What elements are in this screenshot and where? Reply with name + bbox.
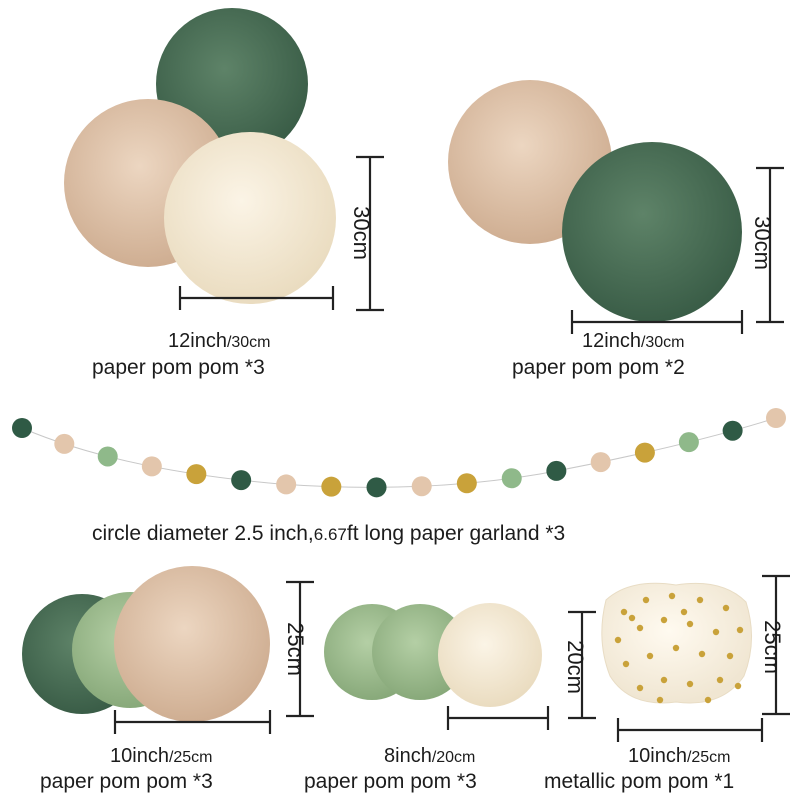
size-cm: /30cm bbox=[226, 334, 271, 351]
garland-circle bbox=[366, 477, 387, 498]
garland-circle bbox=[546, 460, 567, 481]
size-cm: /30cm bbox=[640, 334, 685, 351]
gold-dot bbox=[696, 596, 704, 604]
size-inch: 12inch bbox=[582, 330, 641, 352]
garland-circle bbox=[456, 473, 477, 494]
top-left-size-label: 12inch/30cm bbox=[168, 330, 271, 353]
gold-dot bbox=[646, 652, 654, 660]
garland-circle bbox=[411, 476, 432, 497]
size-inch: 10inch bbox=[628, 745, 687, 767]
pom-pom-group-bottom-middle bbox=[324, 603, 596, 730]
garland-circle bbox=[141, 456, 162, 477]
pom-pom-cream bbox=[438, 603, 542, 707]
gold-dot bbox=[672, 644, 680, 652]
gold-dot bbox=[620, 608, 628, 616]
bottom-middle-caption: paper pom pom *3 bbox=[304, 770, 477, 793]
dimension-lines bbox=[113, 580, 314, 734]
size-cm: /20cm bbox=[431, 749, 476, 766]
top-right-size-label: 12inch/30cm bbox=[582, 330, 685, 353]
size-inch: 12inch bbox=[168, 330, 227, 352]
garland-circle bbox=[97, 446, 118, 467]
gold-dot bbox=[736, 626, 744, 634]
garland-circle bbox=[722, 420, 743, 441]
bottom-left-caption: paper pom pom *3 bbox=[40, 770, 213, 793]
garland-circle bbox=[501, 468, 522, 489]
dimension-lines bbox=[570, 166, 784, 334]
dimension-lines bbox=[446, 610, 596, 730]
bottom-right-size-label: 10inch/25cm bbox=[628, 745, 731, 768]
pom-pom-group-bottom-right bbox=[601, 574, 790, 742]
gold-dot bbox=[660, 616, 668, 624]
garland-caption-rest: ft long paper garland *3 bbox=[346, 522, 566, 545]
pom-pom-group-top-right bbox=[448, 80, 784, 334]
size-inch: 10inch bbox=[110, 745, 169, 767]
gold-dot bbox=[660, 676, 668, 684]
pom-pom-group-top-left bbox=[64, 8, 384, 312]
top-right-caption: paper pom pom *2 bbox=[512, 356, 685, 379]
top-right-height-label: 30cm bbox=[749, 216, 775, 270]
gold-dot bbox=[734, 682, 742, 690]
garland-string bbox=[21, 417, 777, 488]
garland-circle bbox=[678, 432, 699, 453]
gold-dot bbox=[686, 620, 694, 628]
gold-dot bbox=[712, 628, 720, 636]
garland-circle bbox=[766, 408, 786, 428]
gold-dot bbox=[686, 680, 694, 688]
size-cm: /25cm bbox=[168, 749, 213, 766]
gold-dot bbox=[722, 604, 730, 612]
circle-garland bbox=[12, 408, 786, 498]
bottom-middle-height-label: 20cm bbox=[562, 640, 588, 694]
gold-dot bbox=[680, 608, 688, 616]
dimension-lines bbox=[616, 574, 790, 742]
bottom-middle-size-label: 8inch/20cm bbox=[384, 745, 475, 768]
gold-dot bbox=[636, 684, 644, 692]
garland-circle bbox=[276, 474, 297, 495]
bottom-left-size-label: 10inch/25cm bbox=[110, 745, 213, 768]
bottom-left-height-label: 25cm bbox=[282, 622, 308, 676]
garland-circle bbox=[12, 418, 32, 438]
garland-caption-main: circle diameter 2.5 inch, bbox=[92, 522, 314, 545]
pom-pom-dark-green bbox=[562, 142, 742, 322]
gold-dot bbox=[656, 696, 664, 704]
garland-circle bbox=[634, 442, 655, 463]
top-left-caption: paper pom pom *3 bbox=[92, 356, 265, 379]
gold-dot bbox=[628, 614, 636, 622]
garland-circle bbox=[321, 476, 342, 497]
pom-pom-tan bbox=[114, 566, 270, 722]
gold-dot bbox=[622, 660, 630, 668]
garland-caption-length: 6.67 bbox=[313, 525, 347, 544]
garland-caption: circle diameter 2.5 inch,6.67ft long pap… bbox=[92, 522, 565, 546]
gold-dot bbox=[636, 624, 644, 632]
gold-dot bbox=[716, 676, 724, 684]
gold-dot bbox=[698, 650, 706, 658]
garland-circle bbox=[231, 470, 252, 491]
bottom-right-caption: metallic pom pom *1 bbox=[544, 770, 735, 793]
top-left-height-label: 30cm bbox=[348, 206, 374, 260]
size-cm: /25cm bbox=[686, 749, 731, 766]
gold-dot bbox=[642, 596, 650, 604]
gold-dot bbox=[614, 636, 622, 644]
bottom-right-height-label: 25cm bbox=[759, 620, 785, 674]
garland-circle bbox=[186, 464, 207, 485]
gold-polka-dots bbox=[614, 592, 744, 704]
pom-pom-metallic bbox=[601, 582, 753, 704]
size-inch: 8inch bbox=[384, 745, 432, 767]
gold-dot bbox=[668, 592, 676, 600]
garland-circle bbox=[590, 452, 611, 473]
gold-dot bbox=[704, 696, 712, 704]
gold-dot bbox=[726, 652, 734, 660]
garland-circle bbox=[54, 433, 75, 454]
pom-pom-group-bottom-left bbox=[22, 566, 314, 734]
dimension-lines bbox=[178, 155, 384, 312]
pom-pom-cream bbox=[164, 132, 336, 304]
